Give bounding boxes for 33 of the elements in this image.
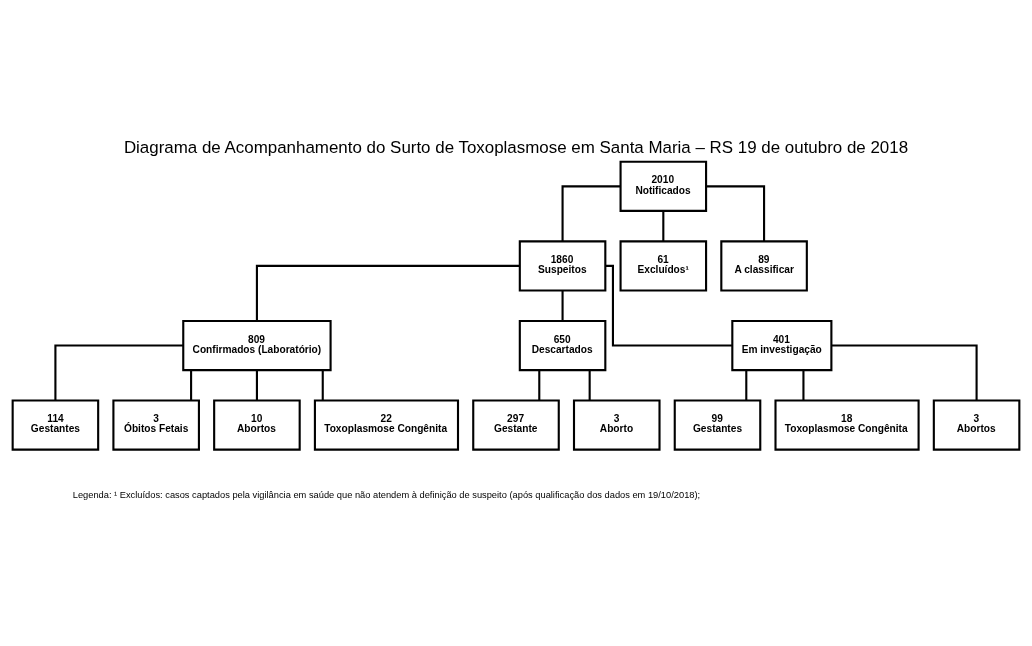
connector: [706, 184, 766, 241]
node-box: 89 A classificar: [720, 239, 808, 292]
node-box: 114 Gestantes: [11, 399, 100, 451]
node-box: 3 Aborto: [572, 399, 661, 451]
node-box: 10 Abortos: [213, 399, 301, 451]
node-box: 650 Descartados: [518, 319, 607, 371]
node-box: 61 Excluídos¹: [619, 239, 708, 292]
connector: [190, 369, 193, 400]
node-box: 401 Em investigação: [731, 319, 833, 371]
connector: [831, 343, 978, 400]
connector: [54, 343, 184, 400]
diagram-title: Diagrama de Acompanhamento do Surto de Toxoplasmose em Santa Maria – RS 19 de outubro de 2018: [123, 137, 909, 157]
node-box: 1860 Suspeitos: [518, 239, 607, 292]
node-box: 297 Gestante: [472, 399, 560, 451]
label: Legenda: ¹ Excluídos: casos captados pela vigilância em saúde que não atendem à definição de suspeito (após qualificação dos dados em 19/10/2018);: [72, 489, 701, 500]
node-box: 22 Toxoplasmose Congênita: [313, 399, 460, 451]
node-box: 3 Abortos: [932, 399, 1021, 451]
node-box: 809 Confirmados (Laboratório): [182, 319, 332, 371]
node-box: 99 Gestantes: [673, 399, 762, 451]
connector: [561, 290, 564, 321]
connector: [662, 210, 665, 241]
connector: [538, 369, 541, 400]
connector: [321, 369, 324, 400]
node-box: 18 Toxoplasmose Congênita: [774, 399, 920, 451]
connector: [255, 264, 520, 321]
connector: [588, 369, 591, 400]
connector: [802, 369, 805, 400]
node-box: 2010 Notificados: [619, 160, 708, 212]
connector: [255, 369, 258, 400]
connector: [561, 184, 621, 241]
node-box: 3 Óbitos Fetais: [112, 399, 200, 451]
connector: [605, 264, 733, 347]
connector: [745, 369, 748, 400]
